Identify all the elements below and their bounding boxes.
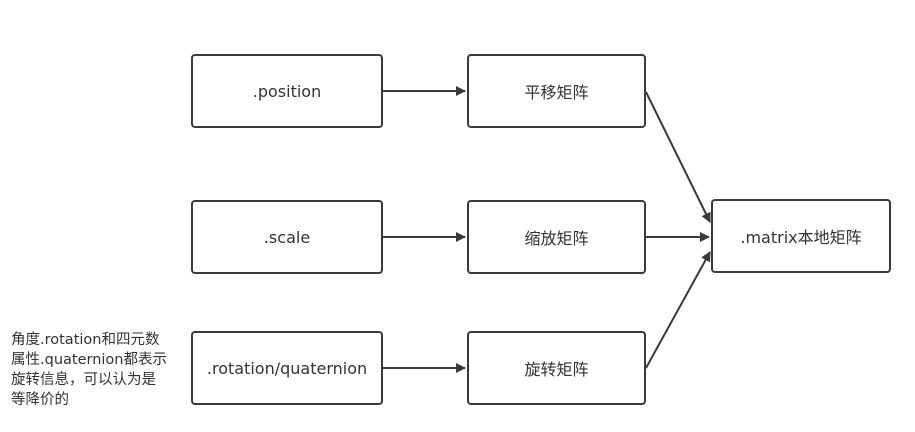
node-position: .position — [191, 54, 383, 128]
edge-rotmatrix-to-matrix — [645, 251, 711, 369]
node-local-matrix-label: .matrix本地矩阵 — [740, 228, 862, 247]
node-rotation-matrix-label: 旋转矩阵 — [524, 360, 589, 379]
node-rotation-label: .rotation/quaternion — [206, 358, 368, 378]
edge-translate-to-matrix — [645, 91, 711, 223]
node-scale-matrix-label: 缩放矩阵 — [524, 229, 589, 248]
node-translate-matrix-label: 平移矩阵 — [524, 83, 589, 102]
node-scale-label: .scale — [263, 227, 311, 247]
node-rotation: .rotation/quaternion — [191, 331, 383, 405]
rotation-note: 角度.rotation和四元数 属性.quaternion都表示 旋转信息，可以… — [11, 332, 167, 408]
node-scale: .scale — [191, 200, 383, 274]
node-translate-matrix: 平移矩阵 — [467, 54, 646, 128]
node-rotation-matrix: 旋转矩阵 — [467, 331, 646, 405]
node-position-label: .position — [252, 81, 322, 101]
node-local-matrix: .matrix本地矩阵 — [711, 199, 891, 273]
node-scale-matrix: 缩放矩阵 — [467, 200, 646, 274]
